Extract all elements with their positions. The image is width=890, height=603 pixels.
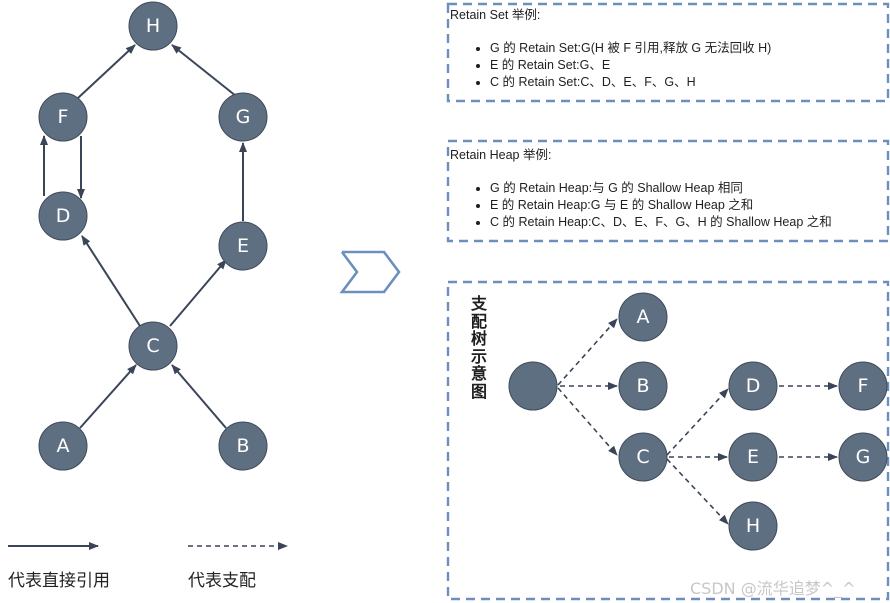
dom-node-a-label: A <box>637 306 650 328</box>
retain-set-list: G 的 Retain Set:G(H 被 F 引用,释放 G 无法回收 H) E… <box>450 40 771 91</box>
dom-node-h-label: H <box>746 515 760 537</box>
list-item: E 的 Retain Heap:G 与 E 的 Shallow Heap 之和 <box>490 197 832 214</box>
dom-node-g: G <box>838 432 888 482</box>
dom-node-f-label: F <box>858 375 869 397</box>
dom-edge-root-c <box>557 387 618 456</box>
node-g-label: G <box>236 106 251 128</box>
reference-nodes: H F G D E C A B <box>38 1 268 471</box>
dom-node-h: H <box>728 501 778 551</box>
dom-node-c-label: C <box>636 446 649 468</box>
dom-node-b-label: B <box>636 375 649 397</box>
watermark: CSDN @流华追梦^_^ <box>690 579 856 598</box>
node-h: H <box>128 1 178 51</box>
dom-edge-c-h <box>666 458 729 525</box>
label-char: 支 <box>470 294 487 313</box>
edge-c-e <box>169 259 227 327</box>
node-d: D <box>38 191 88 241</box>
reference-edges <box>40 44 247 429</box>
edge-b-c <box>171 364 227 429</box>
retain-heap-title: Retain Heap 举例: <box>450 148 552 162</box>
retain-heap-panel: Retain Heap 举例: G 的 Retain Heap:与 G 的 Sh… <box>450 147 832 231</box>
edge-a-c <box>79 364 137 429</box>
dom-node-b: B <box>618 361 668 411</box>
retain-set-panel: Retain Set 举例: G 的 Retain Set:G(H 被 F 引用… <box>450 7 771 91</box>
dominator-tree-box <box>446 280 890 601</box>
list-item: E 的 Retain Set:G、E <box>490 57 771 74</box>
dominator-tree-label: 支 配 树 示 意 图 <box>469 295 489 400</box>
dom-edge-root-a <box>557 318 618 386</box>
dom-node-root <box>508 361 558 411</box>
node-f-label: F <box>58 106 69 128</box>
node-g: G <box>218 92 268 142</box>
node-b: B <box>218 421 268 471</box>
dominator-nodes: A B C D E F G H <box>508 292 888 551</box>
dom-node-e: E <box>728 432 778 482</box>
label-char: 树 <box>470 329 487 348</box>
label-char: 示 <box>470 346 487 366</box>
list-item: G 的 Retain Heap:与 G 的 Shallow Heap 相同 <box>490 180 832 197</box>
dominator-edges <box>557 318 838 525</box>
node-d-label: D <box>56 205 71 227</box>
legend-solid-label: 代表直接引用 <box>8 571 110 591</box>
list-item: C 的 Retain Heap:C、D、E、F、G、H 的 Shallow He… <box>490 214 832 231</box>
dom-node-c: C <box>618 432 668 482</box>
edge-f-h <box>77 44 136 99</box>
dom-node-e-label: E <box>747 446 759 468</box>
label-char: 意 <box>470 364 487 383</box>
dom-node-a: A <box>618 292 668 342</box>
legend-dashed-label: 代表支配 <box>188 571 256 591</box>
node-c: C <box>128 321 178 371</box>
label-char: 图 <box>470 381 487 401</box>
dom-node-g-label: G <box>856 446 871 468</box>
retain-set-title: Retain Set 举例: <box>450 8 541 22</box>
node-a-label: A <box>57 435 70 457</box>
chevron-right-icon <box>339 250 401 294</box>
dom-node-d: D <box>728 361 778 411</box>
label-char: 配 <box>470 311 487 331</box>
node-e-label: E <box>237 235 249 257</box>
node-c-label: C <box>146 335 159 357</box>
node-h-label: H <box>146 15 160 37</box>
edge-g-h <box>171 44 237 97</box>
node-b-label: B <box>236 435 249 457</box>
dom-node-f: F <box>838 361 888 411</box>
edge-c-d <box>81 235 141 327</box>
list-item: G 的 Retain Set:G(H 被 F 引用,释放 G 无法回收 H) <box>490 40 771 57</box>
dom-node-d-label: D <box>746 375 761 397</box>
dom-edge-c-d <box>666 388 729 456</box>
node-a: A <box>38 421 88 471</box>
retain-set-box <box>446 2 890 103</box>
node-f: F <box>38 92 88 142</box>
node-e: E <box>218 221 268 271</box>
retain-heap-list: G 的 Retain Heap:与 G 的 Shallow Heap 相同 E … <box>450 180 832 231</box>
list-item: C 的 Retain Set:C、D、E、F、G、H <box>490 74 771 91</box>
